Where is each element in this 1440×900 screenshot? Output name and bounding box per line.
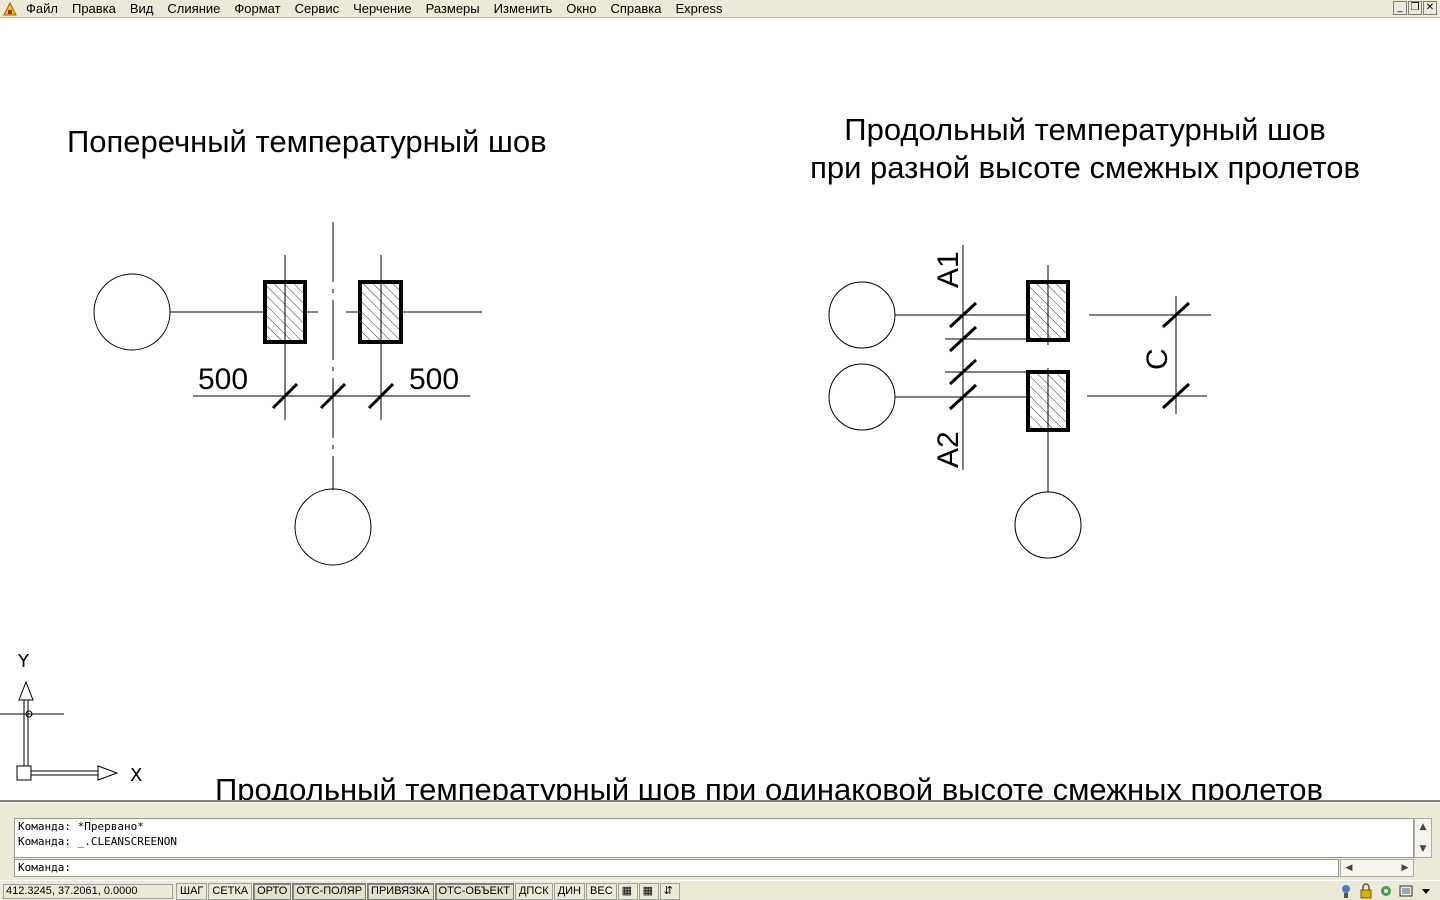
axis-bubble-lower bbox=[828, 363, 896, 431]
ucs-icon bbox=[0, 680, 119, 781]
menu-item-7[interactable]: Размеры bbox=[425, 1, 480, 16]
command-window: Команда: *Прервано* Команда: _.CLEANSCRE… bbox=[0, 800, 1440, 880]
close-button[interactable]: ✕ bbox=[1423, 1, 1437, 15]
label-a1: A1 bbox=[932, 251, 965, 288]
command-history-line: Команда: *Прервано* bbox=[18, 820, 144, 833]
status-toggle-4[interactable]: ПРИВЯЗКА bbox=[367, 883, 434, 900]
status-toggle-7[interactable]: ДИН bbox=[553, 883, 586, 900]
minimize-button[interactable]: _ bbox=[1393, 1, 1407, 15]
status-toggle-8[interactable]: ВЕС bbox=[586, 883, 617, 900]
status-toggle-1[interactable]: СЕТКА bbox=[208, 883, 253, 900]
title-right-line1: Продольный температурный шов bbox=[844, 112, 1325, 147]
window-controls: _ ❐ ✕ bbox=[1393, 1, 1437, 15]
dim-500-left: 500 bbox=[198, 363, 248, 396]
menu-item-1[interactable]: Правка bbox=[71, 1, 116, 16]
command-history-scrollbar[interactable]: ▲ ▼ bbox=[1414, 818, 1432, 858]
toggle-arrow-icon[interactable]: ⇵ bbox=[659, 883, 680, 900]
ucs-y-label: Y bbox=[17, 651, 30, 672]
status-toggle-0[interactable]: ШАГ bbox=[176, 883, 208, 900]
scroll-left-icon[interactable]: ◀ bbox=[1345, 863, 1353, 873]
menu-item-0[interactable]: Файл bbox=[26, 1, 58, 16]
drawing-canvas[interactable]: Поперечный температурный шов Продольный … bbox=[0, 19, 1440, 800]
restore-button[interactable]: ❐ bbox=[1408, 1, 1422, 15]
scroll-up-icon[interactable]: ▲ bbox=[1419, 822, 1427, 832]
axis-bubble-left bbox=[93, 273, 171, 351]
status-toggle-2[interactable]: ОРТО bbox=[253, 883, 292, 900]
label-a2: A2 bbox=[932, 431, 965, 468]
title-right-line2: при разной высоте смежных пролетов bbox=[810, 150, 1360, 185]
column-right bbox=[358, 280, 403, 344]
status-menu-arrow-icon[interactable] bbox=[1418, 883, 1434, 899]
label-c: C bbox=[1141, 348, 1174, 370]
axis-bubble-bottom-right bbox=[1014, 491, 1082, 559]
command-horizontal-scrollbar[interactable]: ◀ ▶ bbox=[1340, 859, 1414, 877]
menu-item-2[interactable]: Вид bbox=[129, 1, 154, 16]
model-space-icon[interactable]: ▦ bbox=[617, 883, 638, 900]
status-toggle-3[interactable]: ОТС-ПОЛЯР bbox=[292, 883, 367, 900]
drawing-svg: Поперечный температурный шов Продольный … bbox=[0, 112, 1360, 800]
axis-bubble-upper bbox=[828, 281, 896, 349]
scroll-down-icon[interactable]: ▼ bbox=[1419, 844, 1427, 854]
command-prompt: Команда: bbox=[18, 861, 71, 874]
clean-screen-icon[interactable] bbox=[1398, 883, 1414, 899]
menu-items: Файл Правка Вид Слияние Формат Сервис Черчение… bbox=[26, 1, 736, 17]
menu-item-3[interactable]: Слияние bbox=[167, 1, 221, 16]
transverse-joint-diagram bbox=[93, 222, 482, 566]
menu-item-11[interactable]: Express bbox=[675, 1, 723, 16]
menu-item-9[interactable]: Окно bbox=[566, 1, 597, 16]
command-history: Команда: *Прервано* Команда: _.CLEANSCRE… bbox=[14, 818, 1414, 858]
communication-center-icon[interactable] bbox=[1338, 883, 1354, 899]
longitudinal-joint-diagram bbox=[828, 245, 1211, 559]
column-left bbox=[263, 280, 307, 344]
column-lower bbox=[1026, 370, 1070, 432]
status-toggle-5[interactable]: ОТС-ОБЪЕКТ bbox=[434, 883, 514, 900]
menu-bar: Файл Правка Вид Слияние Формат Сервис Черчение… bbox=[0, 0, 1440, 18]
autocad-app-icon[interactable] bbox=[3, 2, 17, 16]
command-input[interactable]: Команда: bbox=[14, 859, 1339, 877]
layout-icon[interactable]: ▦ bbox=[638, 883, 659, 900]
title-bottom: Продольный температурный шов при одинако… bbox=[215, 772, 1323, 800]
coordinate-readout[interactable]: 412.3245, 37.2061, 0.0000 bbox=[3, 884, 173, 899]
command-history-line: Команда: _.CLEANSCREENON bbox=[18, 835, 177, 848]
menu-item-8[interactable]: Изменить bbox=[493, 1, 553, 16]
status-toggle-6[interactable]: ДПСК bbox=[514, 883, 553, 900]
menu-item-6[interactable]: Черчение bbox=[353, 1, 412, 16]
ucs-x-label: X bbox=[130, 765, 142, 786]
tray-settings-icon[interactable] bbox=[1378, 883, 1394, 899]
axis-bubble-bottom-left bbox=[294, 488, 372, 566]
scroll-right-icon[interactable]: ▶ bbox=[1401, 863, 1409, 873]
column-upper bbox=[1026, 280, 1070, 342]
lock-icon[interactable] bbox=[1358, 883, 1374, 899]
dim-500-right: 500 bbox=[409, 363, 459, 396]
menu-item-4[interactable]: Формат bbox=[234, 1, 281, 16]
title-left: Поперечный температурный шов bbox=[67, 124, 547, 159]
status-tray bbox=[1338, 883, 1434, 899]
menu-item-10[interactable]: Справка bbox=[610, 1, 662, 16]
menu-item-5[interactable]: Сервис bbox=[294, 1, 340, 16]
